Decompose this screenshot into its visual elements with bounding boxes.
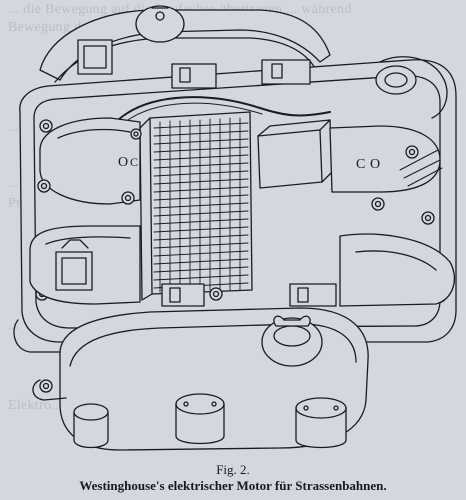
figure-number: Fig. 2. [216, 462, 250, 477]
svg-text:C: C [356, 157, 365, 172]
motor-illustration: O C C O [13, 5, 457, 451]
svg-text:C: C [130, 155, 138, 169]
top-terminal-blocks [171, 59, 311, 89]
top-oil-cup [135, 5, 185, 43]
top-bracket [77, 39, 113, 75]
axle-bosses [73, 393, 347, 449]
svg-text:O: O [118, 155, 128, 170]
right-lobe [379, 56, 448, 119]
gear-case-seam [69, 323, 357, 367]
brush-holder-box [257, 129, 323, 189]
right-field-coil [329, 125, 441, 193]
lower-bracket [55, 251, 93, 291]
svg-text:O: O [370, 157, 380, 172]
right-spring [399, 149, 443, 187]
upper-housing [39, 9, 331, 81]
left-arm [13, 319, 61, 353]
figure-caption: Westinghouse's elektrischer Motor für St… [79, 478, 387, 493]
right-bearing [375, 65, 417, 95]
cable-wires [117, 96, 331, 121]
motor-line-drawing: O C C O [13, 5, 457, 451]
bottom-terminal-blocks [161, 283, 337, 307]
armature-commutator [139, 111, 253, 301]
right-lower-lobe [339, 233, 455, 307]
wing-nut [273, 315, 311, 327]
